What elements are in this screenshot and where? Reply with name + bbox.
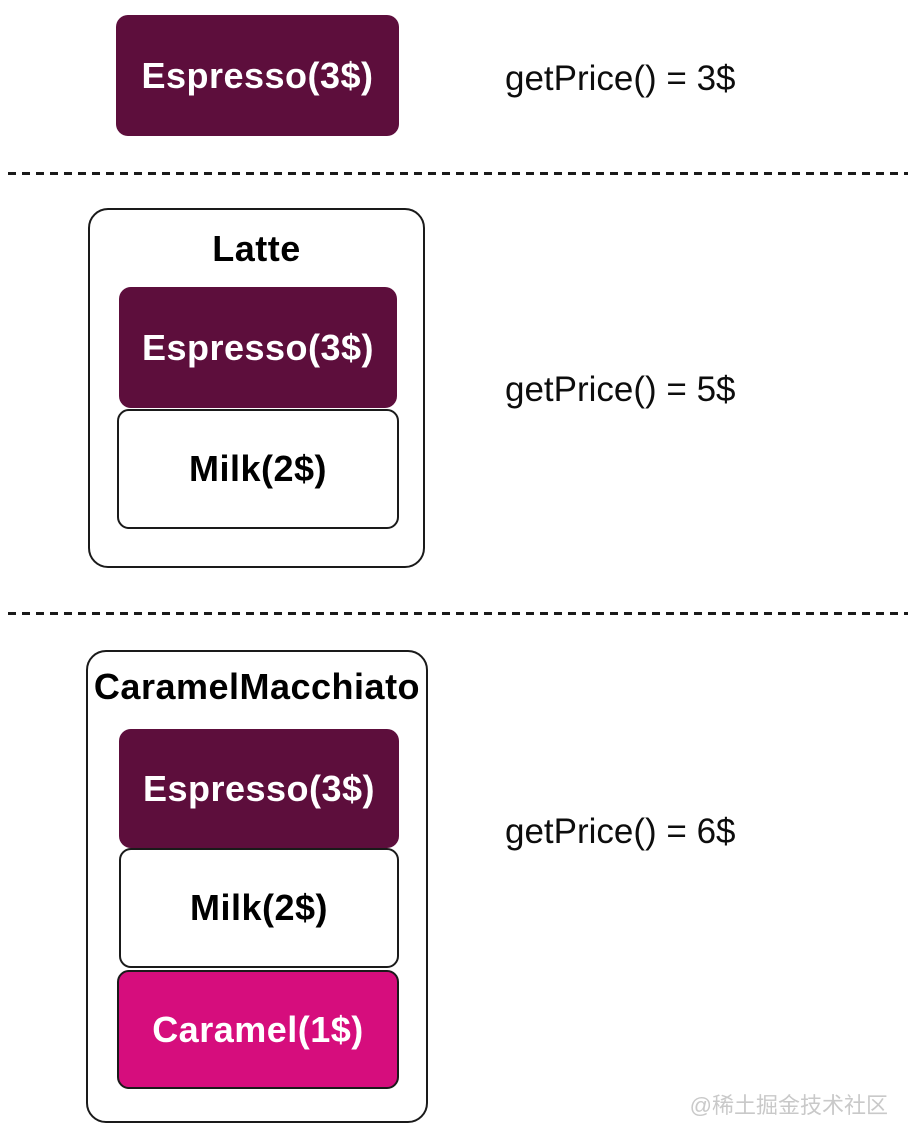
watermark-text: @稀土掘金技术社区 [689,1093,888,1118]
milk-layer-label: Milk(2$) [188,448,328,489]
espresso-layer-label: Espresso(3$) [142,767,376,809]
latte-container-box: Latte Espresso(3$) Milk(2$) [88,208,425,568]
section-divider [8,172,908,175]
caramel-macchiato-title: CaramelMacchiato [93,666,421,707]
section-divider [8,612,908,615]
espresso-layer-box: Espresso(3$) [116,15,399,136]
latte-title: Latte [212,228,301,269]
price-annotation-latte: getPrice() = 5$ [505,370,736,409]
espresso-layer-label: Espresso(3$) [141,54,374,96]
caramel-layer-box: Caramel(1$) [117,970,399,1089]
milk-layer-label: Milk(2$) [189,887,329,928]
price-annotation-caramel-macchiato: getPrice() = 6$ [505,812,736,851]
milk-layer-box: Milk(2$) [119,848,399,968]
milk-layer-box: Milk(2$) [117,409,399,529]
espresso-layer-label: Espresso(3$) [141,326,375,368]
espresso-layer-box: Espresso(3$) [119,729,399,848]
price-annotation-espresso: getPrice() = 3$ [505,59,736,98]
caramel-layer-label: Caramel(1$) [152,1008,364,1050]
caramel-macchiato-container-box: CaramelMacchiato Espresso(3$) Milk(2$) C… [86,650,428,1123]
espresso-layer-box: Espresso(3$) [119,287,397,408]
